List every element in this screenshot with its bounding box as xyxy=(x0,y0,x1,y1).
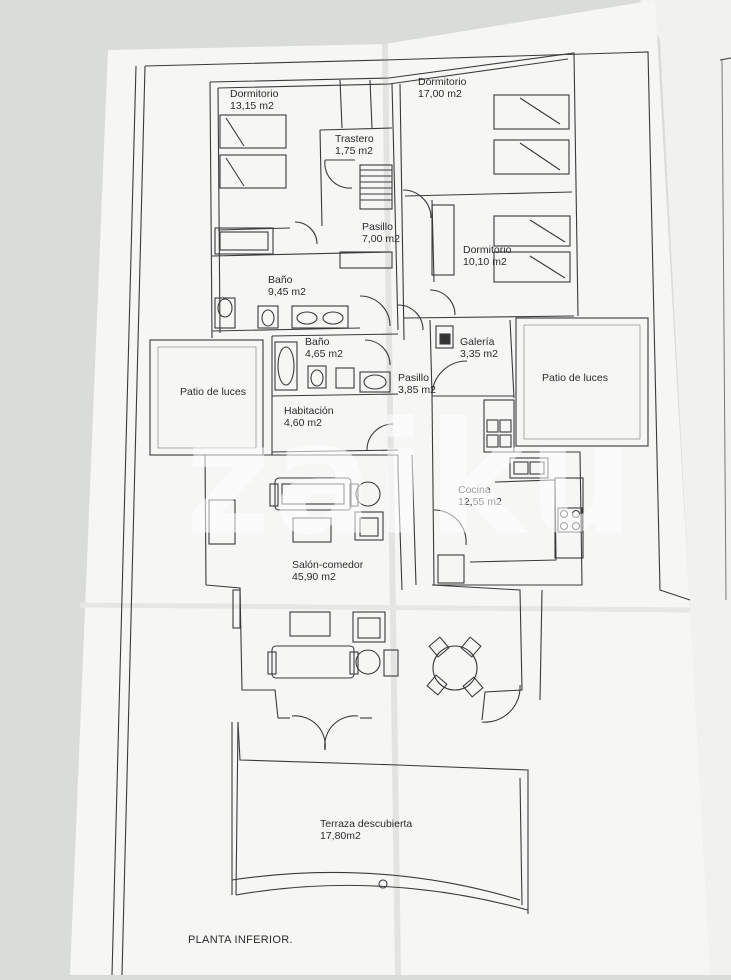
room-area: 10,10 m2 xyxy=(463,256,507,268)
plan-title: PLANTA INFERIOR. xyxy=(188,934,293,946)
room-area: 17,80m2 xyxy=(320,830,361,842)
room-name: Terraza descubierta xyxy=(320,818,413,830)
room-label-patio-2: Patio de luces xyxy=(542,372,608,384)
room-name: Dormitorio xyxy=(230,88,279,100)
room-name: Baño xyxy=(268,274,293,286)
room-label-patio-1: Patio de luces xyxy=(180,386,246,398)
room-area: 7,00 m2 xyxy=(362,233,400,245)
paper-fold-horizontal xyxy=(79,602,691,613)
room-name: Trastero xyxy=(335,133,374,145)
room-area: 3,85 m2 xyxy=(398,384,436,396)
paper-sheet-back xyxy=(640,0,731,975)
room-name: Dormitorio xyxy=(463,244,512,256)
room-name: Salón-comedor xyxy=(292,559,364,571)
room-area: 9,45 m2 xyxy=(268,286,306,298)
watermark-logo: zaiku xyxy=(185,388,636,570)
room-area: 12,55 m2 xyxy=(458,496,502,508)
room-name: Galería xyxy=(460,336,495,348)
room-area: 3,35 m2 xyxy=(460,348,498,360)
room-area: 4,65 m2 xyxy=(305,348,343,360)
room-area: 4,60 m2 xyxy=(284,417,322,429)
room-name: Habitación xyxy=(284,405,334,417)
room-name: Patio de luces xyxy=(542,372,608,384)
room-name: Pasillo xyxy=(362,221,393,233)
room-name: Patio de luces xyxy=(180,386,246,398)
paper-fold-vertical xyxy=(382,43,401,976)
room-area: 1,75 m2 xyxy=(335,145,373,157)
plan-walls xyxy=(111,51,691,976)
room-name: Dormitorio xyxy=(418,76,467,88)
room-area: 45,90 m2 xyxy=(292,571,336,583)
room-name: Cocina xyxy=(458,484,491,496)
room-name: Baño xyxy=(305,336,330,348)
room-name: Pasillo xyxy=(398,372,429,384)
room-area: 13,15 m2 xyxy=(230,100,274,112)
room-area: 17,00 m2 xyxy=(418,88,462,100)
